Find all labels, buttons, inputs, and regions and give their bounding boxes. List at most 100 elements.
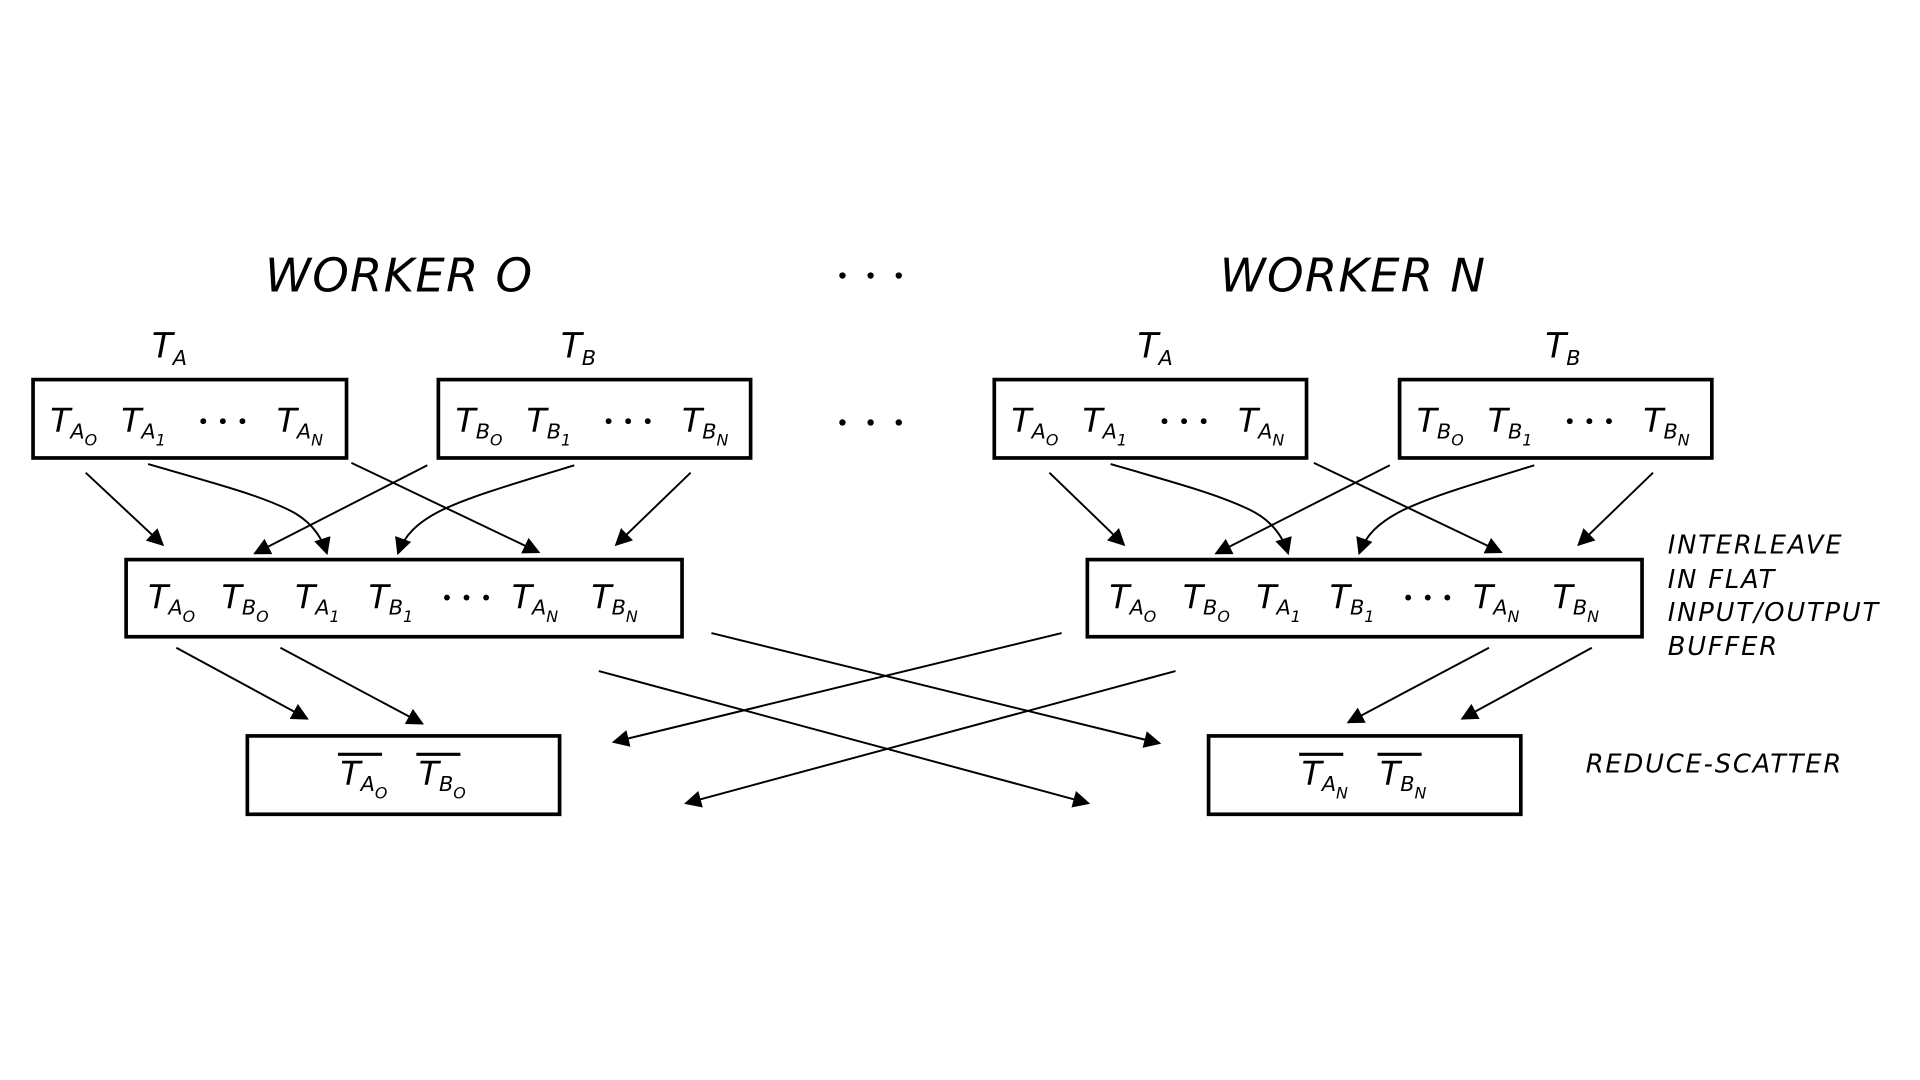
buffer-cell: TBN: [682, 401, 728, 449]
buffer-cell: TBO: [456, 401, 503, 449]
arrow: [175, 646, 309, 720]
buffer-cell: TAO: [50, 401, 97, 449]
tensor-label-w0-b: TB: [561, 327, 596, 370]
svg-text:TAO: TAO: [1109, 578, 1156, 626]
arrow: [684, 670, 1176, 808]
interleaved-cell: TBN: [591, 578, 637, 626]
interleaved-cell: TA1: [1256, 578, 1301, 626]
svg-text:TB1: TB1: [1330, 578, 1375, 626]
tensor-label-wn-a: TA: [1138, 327, 1173, 370]
ellipsis-dot: [1161, 418, 1168, 425]
arrow: [395, 464, 575, 556]
buffer-cell: TAN: [277, 401, 323, 449]
ellipsis-dot: [1181, 418, 1188, 425]
w0-interleave-arrows: [85, 461, 692, 556]
reduced-cell: TAO: [337, 752, 387, 802]
ellipsis-dot: [867, 272, 874, 279]
wn-input-buffer-b: [1397, 377, 1714, 460]
interleaved-cell: TBO: [1183, 578, 1230, 626]
ellipsis-dot: [895, 419, 902, 426]
w0-interleaved-buffer: [124, 557, 684, 639]
interleaved-cell: TB1: [369, 578, 414, 626]
buffer-cell: TAN: [1238, 401, 1284, 449]
arrow: [611, 632, 1062, 747]
interleaved-cell: TBN: [1553, 578, 1599, 626]
svg-text:TB1: TB1: [369, 578, 414, 626]
svg-text:TAN: TAN: [277, 401, 323, 449]
ellipsis-dot: [1405, 594, 1412, 601]
buffer-cell: TAO: [1011, 401, 1058, 449]
ellipsis-dot: [839, 419, 846, 426]
wn-input-buffer-a: [992, 377, 1309, 460]
ellipsis-dot: [1566, 418, 1573, 425]
reduce-scatter-arrows: [175, 632, 1593, 808]
svg-text:TA: TA: [152, 327, 187, 370]
ellipsis-dot: [867, 419, 874, 426]
svg-text:TBN: TBN: [1553, 578, 1599, 626]
wn-reduced-buffer: [1206, 734, 1523, 817]
arrow: [711, 632, 1162, 748]
ellipsis-dot: [644, 418, 651, 425]
svg-text:TAO: TAO: [1011, 401, 1058, 449]
svg-text:TBN: TBN: [1643, 401, 1689, 449]
ellipsis-dot: [839, 272, 846, 279]
wn-interleaved-buffer: [1085, 557, 1644, 639]
svg-text:TA1: TA1: [1256, 578, 1301, 626]
svg-text:TBO: TBO: [1183, 578, 1230, 626]
arrow: [147, 463, 331, 556]
middle-ellipsis: [839, 419, 902, 426]
buffer-cell: TBN: [1643, 401, 1689, 449]
interleave-label-line: INTERLEAVE: [1668, 530, 1844, 560]
arrow: [1110, 463, 1292, 556]
svg-text:TB: TB: [1545, 327, 1580, 370]
buffer-cell: [1566, 418, 1612, 425]
svg-text:TAN: TAN: [1473, 578, 1519, 626]
svg-text:TBO: TBO: [222, 578, 269, 626]
w0-input-buffer-b: [436, 377, 753, 460]
svg-text:TBN: TBN: [682, 401, 728, 449]
arrow: [1346, 646, 1490, 724]
interleaved-cell: [444, 594, 490, 601]
arrow: [1460, 646, 1593, 720]
ellipsis-dot: [483, 594, 490, 601]
buffer-cell: [605, 418, 651, 425]
svg-text:TAO: TAO: [340, 754, 387, 802]
svg-text:TBN: TBN: [591, 578, 637, 626]
w0-reduced-buffer: [245, 734, 562, 817]
svg-text:TAN: TAN: [512, 578, 558, 626]
ellipsis-dot: [1200, 418, 1207, 425]
arrow: [85, 471, 165, 547]
ellipsis-dot: [463, 594, 470, 601]
interleave-label-line: INPUT/OUTPUT: [1668, 598, 1881, 628]
wn-interleave-arrows: [1048, 461, 1654, 556]
svg-text:TB1: TB1: [1488, 401, 1533, 449]
svg-text:TAN: TAN: [1238, 401, 1284, 449]
interleaved-cell: [1405, 594, 1451, 601]
svg-text:TBO: TBO: [456, 401, 503, 449]
svg-text:TA1: TA1: [295, 578, 340, 626]
interleaved-cell: TBO: [222, 578, 269, 626]
svg-text:TA1: TA1: [1082, 401, 1127, 449]
ellipsis-dot: [444, 594, 450, 601]
buffer-cell: TB1: [527, 401, 572, 449]
buffer-cell: TBO: [1417, 401, 1464, 449]
buffer-cell: [1161, 418, 1207, 425]
svg-text:TAN: TAN: [1302, 754, 1348, 802]
interleave-label-line: IN FLAT: [1668, 565, 1777, 595]
reduced-cell: TAN: [1299, 752, 1348, 802]
reduced-cell: TBO: [416, 752, 466, 802]
svg-text:TB: TB: [561, 327, 596, 370]
ellipsis-dot: [200, 418, 207, 425]
arrow: [1356, 464, 1535, 556]
interleaved-cell: TB1: [1330, 578, 1375, 626]
interleaved-cell: TA1: [295, 578, 340, 626]
w0-input-buffer-a: [31, 377, 349, 460]
svg-text:TA1: TA1: [121, 401, 166, 449]
ellipsis-dot: [239, 418, 246, 425]
svg-text:TB1: TB1: [527, 401, 572, 449]
reduce-scatter-label: REDUCE-SCATTER: [1586, 750, 1843, 780]
svg-text:TAO: TAO: [50, 401, 97, 449]
arrow: [1214, 464, 1391, 555]
